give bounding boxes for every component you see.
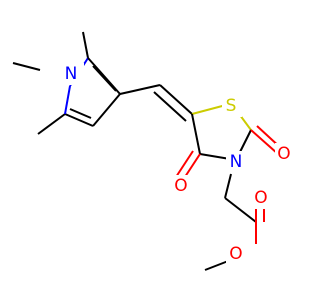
- bond-c5-methyl: [37, 113, 66, 135]
- molecule-structure: N S N O O O O: [12, 31, 295, 271]
- bond-n3-ch2: [224, 173, 232, 199]
- bond-c5-s: [191, 104, 227, 115]
- atom-n-pyrrole: N: [65, 64, 78, 84]
- bond-c3-ch: [119, 84, 161, 95]
- bond-c2-c3-double: [92, 65, 117, 92]
- label-bg: [252, 187, 272, 209]
- atom-o-c2: O: [277, 144, 290, 164]
- bond-c2-c3: [87, 57, 121, 95]
- label-bg: [275, 143, 295, 165]
- label-bg: [226, 151, 246, 173]
- atom-o-ester: O: [229, 244, 242, 264]
- bond-c5-n1: [64, 85, 71, 115]
- bond-ch-c5: [159, 84, 193, 115]
- bond-c4-c5: [191, 113, 201, 155]
- bond-ch2-c: [224, 197, 257, 223]
- label-bg: [222, 95, 242, 117]
- atom-o-c4: O: [174, 176, 187, 196]
- label-bg: [172, 175, 192, 197]
- atom-o-carbonyl: O: [254, 188, 267, 208]
- bond-n-methyl: [12, 62, 41, 71]
- bond-c3-c4: [92, 93, 121, 127]
- atom-s-ring: S: [226, 96, 237, 116]
- bond-c4-o-double: [175, 150, 194, 178]
- bond-c4-c5: [64, 113, 94, 127]
- bond-c2-methyl: [82, 31, 89, 59]
- atom-n-ring: N: [230, 152, 243, 172]
- label-bg: [64, 63, 84, 85]
- bond-c2-o: [250, 129, 279, 155]
- molecule-diagram: N S N O O O O: [12, 31, 295, 271]
- bond-ch-c5-double: [153, 91, 187, 122]
- bond-c4-c5-double: [69, 108, 92, 119]
- label-bg: [226, 243, 246, 265]
